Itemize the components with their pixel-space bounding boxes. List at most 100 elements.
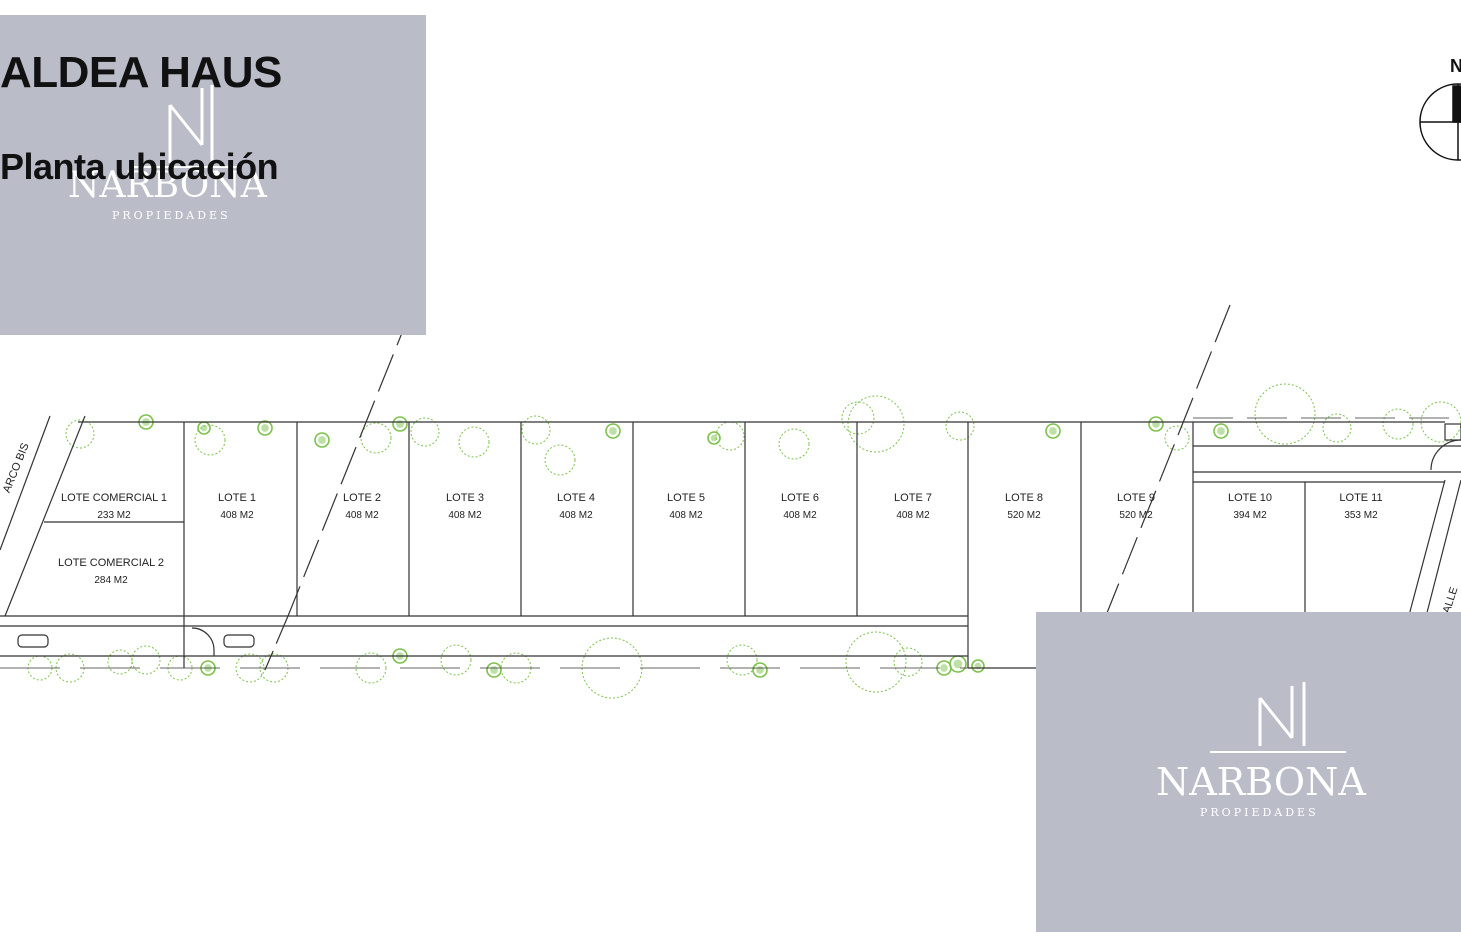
axis-line: [1084, 304, 1231, 669]
tree-icon: [1254, 383, 1316, 445]
lot-area: 520 M2: [1007, 510, 1041, 521]
tree-icon: [1164, 425, 1190, 451]
tree-icon: [609, 427, 617, 435]
title-panel: NARBONA PROPIEDADES: [0, 15, 426, 335]
tree-icon: [845, 631, 907, 693]
lot-area: 408 M2: [559, 510, 593, 521]
tree-icon: [605, 423, 621, 439]
lot-area: 284 M2: [94, 575, 128, 586]
tree-icon: [756, 666, 764, 674]
lot-name: LOTE 10: [1227, 492, 1273, 504]
tree-icon: [778, 428, 810, 460]
tree-icon: [257, 420, 273, 436]
lot-area: 408 M2: [220, 510, 254, 521]
compass-icon: [1419, 83, 1461, 161]
building-logo-icon: [130, 85, 240, 168]
lot-name: LOTE COMERCIAL 1: [61, 492, 167, 504]
page-title: ALDEA HAUS: [0, 48, 282, 97]
tree-icon: [707, 431, 721, 445]
tree-icon: [314, 432, 330, 448]
tree-icon: [1152, 420, 1160, 428]
lot-name: LOTE 2: [343, 492, 381, 504]
tree-icon: [490, 666, 498, 674]
corner-arc: [1430, 439, 1461, 471]
lot-area: 233 M2: [97, 510, 131, 521]
north-label: N: [1450, 56, 1461, 76]
lot-label: LOTE COMERCIAL 2 284 M2: [58, 555, 164, 589]
lot-area: 353 M2: [1344, 510, 1378, 521]
tree-icon: [726, 644, 758, 676]
lot-label: LOTE 6 408 M2: [781, 490, 819, 524]
lot-name: LOTE 9: [1117, 492, 1155, 504]
lot-name: LOTE 7: [894, 492, 932, 504]
tree-icon: [710, 434, 718, 442]
tree-icon: [55, 653, 85, 683]
tree-icon: [940, 664, 948, 672]
tree-icon: [410, 417, 440, 447]
lot-label: LOTE 9 520 M2: [1117, 490, 1155, 524]
tree-icon: [945, 411, 975, 441]
lot-area: 394 M2: [1233, 510, 1267, 521]
building-logo-icon: [1210, 682, 1346, 753]
tree-icon: [318, 436, 326, 444]
tree-icon: [1045, 423, 1061, 439]
logo-panel: NARBONA PROPIEDADES: [1036, 612, 1461, 932]
tree-icon: [360, 422, 392, 454]
tree-icon: [847, 395, 905, 453]
tree-icon: [392, 416, 408, 432]
car-icon: [223, 634, 255, 648]
brand-tagline: PROPIEDADES: [1200, 806, 1319, 819]
lot-label: LOTE 4 408 M2: [557, 490, 595, 524]
lot-area: 408 M2: [896, 510, 930, 521]
lot-area: 408 M2: [783, 510, 817, 521]
gate-arc: [191, 627, 215, 651]
tree-icon: [1322, 413, 1352, 443]
axis-line: [287, 307, 413, 617]
page-subtitle: Planta ubicación: [0, 146, 279, 187]
lot-name: LOTE 5: [667, 492, 705, 504]
tree-icon: [841, 401, 875, 435]
lot-label: LOTE 1 408 M2: [218, 490, 256, 524]
plan-lines: [0, 304, 1461, 671]
brand-name: NARBONA: [68, 165, 267, 206]
lot-name: LOTE 4: [557, 492, 595, 504]
brand-tagline: PROPIEDADES: [112, 209, 231, 222]
tree-icon: [107, 649, 133, 675]
lot-name: LOTE 3: [446, 492, 484, 504]
tree-icon: [1213, 423, 1229, 439]
tree-icon: [1217, 427, 1225, 435]
tree-icon: [261, 424, 269, 432]
lot-area: 408 M2: [345, 510, 379, 521]
car-icon: [17, 634, 49, 648]
tree-icon: [971, 659, 985, 673]
tree-icon: [544, 444, 576, 476]
west-street-edge-2: [0, 415, 51, 551]
tree-icon: [893, 647, 923, 677]
tree-icon: [355, 652, 387, 684]
lot-area: 520 M2: [1119, 510, 1153, 521]
lot-area: 408 M2: [669, 510, 703, 521]
west-street-edge: [4, 415, 86, 617]
lot-name: LOTE 11: [1339, 492, 1383, 504]
tree-icon: [1049, 427, 1057, 435]
tree-icon: [458, 426, 490, 458]
tree-icon: [194, 424, 226, 456]
tree-icon: [131, 645, 161, 675]
tree-icon: [752, 662, 768, 678]
tree-icon: [1148, 416, 1164, 432]
lot-label: LOTE 2 408 M2: [343, 490, 381, 524]
tree-icon: [200, 424, 208, 432]
lot-label: LOTE COMERCIAL 1 233 M2: [61, 490, 167, 524]
tree-icon: [396, 420, 404, 428]
lot-area: 408 M2: [448, 510, 482, 521]
lot-name: LOTE 1: [218, 492, 256, 504]
tree-icon: [953, 659, 963, 669]
tree-icon: [1420, 401, 1461, 443]
tree-icon: [521, 415, 551, 445]
lot-name: LOTE 6: [781, 492, 819, 504]
tree-icon: [65, 419, 95, 449]
lot-name: LOTE COMERCIAL 2: [58, 557, 164, 569]
tree-icon: [440, 644, 472, 676]
lot-label: LOTE 10 394 M2: [1228, 490, 1272, 524]
